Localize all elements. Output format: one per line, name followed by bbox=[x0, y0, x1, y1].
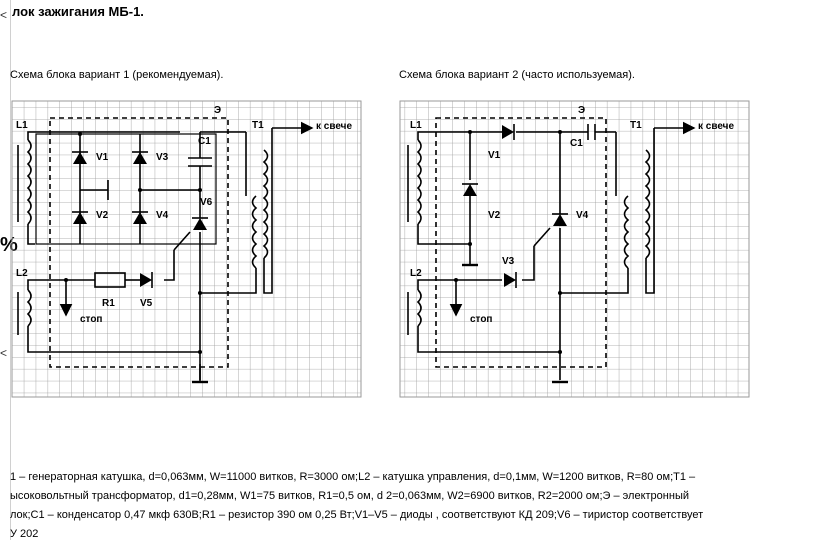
scheme2-coil-l1 bbox=[416, 139, 422, 225]
scheme2-label-v2: V2 bbox=[488, 210, 501, 221]
description-text: 1 – генераторная катушка, d=0,063мм, W=1… bbox=[10, 468, 810, 544]
scheme1-coil-l1 bbox=[26, 139, 32, 225]
scheme1-transformer-t1 bbox=[262, 149, 269, 259]
page-title: лок зажигания МБ-1. bbox=[12, 4, 144, 19]
scheme1-label-stop: стоп bbox=[80, 314, 102, 325]
scheme1-label-to-plug: к свече bbox=[316, 121, 352, 132]
scheme2-label-v1: V1 bbox=[488, 150, 501, 161]
left-edge-mark: < bbox=[0, 346, 8, 360]
scheme2-label-to-plug: к свече bbox=[698, 121, 734, 132]
scheme1-label-v5: V5 bbox=[140, 298, 153, 309]
scheme1-diagram: L1 L2 Э T1 к свече C1 V1 V2 V3 V4 V6 R1 … bbox=[11, 100, 362, 398]
scheme2-label-c1: C1 bbox=[570, 138, 583, 149]
scheme1-label-v6: V6 bbox=[200, 197, 213, 208]
scheme1-label-v3: V3 bbox=[156, 152, 169, 163]
scheme2-label-stop: стоп bbox=[470, 314, 492, 325]
scheme2-label-v3: V3 bbox=[502, 256, 515, 267]
scheme2-grid bbox=[399, 100, 750, 398]
scheme1-label-c1: C1 bbox=[198, 136, 211, 147]
scheme2-coil-l2 bbox=[416, 289, 422, 327]
scheme1-label-t1: T1 bbox=[252, 120, 264, 131]
description-line: лок;C1 – конденсатор 0,47 мкф 630В;R1 – … bbox=[10, 509, 704, 521]
scheme1-label-v2: V2 bbox=[96, 210, 109, 221]
description-line: У 202 bbox=[10, 528, 39, 540]
scheme1-caption: Схема блока вариант 1 (рекомендуемая). bbox=[10, 69, 224, 81]
left-edge-mark: < bbox=[0, 8, 8, 22]
scheme2-label-e: Э bbox=[578, 105, 585, 116]
scheme2-transformer-t1 bbox=[644, 149, 651, 259]
scheme2-label-l1: L1 bbox=[410, 120, 422, 131]
scheme1-label-v1: V1 bbox=[96, 152, 109, 163]
scheme1-label-l1: L1 bbox=[16, 120, 28, 131]
scheme1-label-e: Э bbox=[214, 105, 221, 116]
scheme1-label-v4: V4 bbox=[156, 210, 169, 221]
description-line: 1 – генераторная катушка, d=0,063мм, W=1… bbox=[10, 471, 696, 483]
scheme2-block-e bbox=[435, 117, 607, 368]
scheme2-diagram: L1 L2 Э T1 к свече C1 V1 V2 V3 V4 стоп bbox=[399, 100, 750, 398]
description-line: ысоковольтный трансформатор, d1=0,28мм, … bbox=[10, 490, 689, 502]
scheme1-grid bbox=[11, 100, 362, 398]
scheme1-block-e bbox=[49, 117, 229, 368]
scheme2-label-l2: L2 bbox=[410, 268, 422, 279]
scheme2-label-v4: V4 bbox=[576, 210, 589, 221]
scheme2-caption: Схема блока вариант 2 (часто используема… bbox=[399, 69, 635, 81]
scheme2-label-t1: T1 bbox=[630, 120, 642, 131]
left-window-edge bbox=[10, 0, 11, 540]
scheme1-label-r1: R1 bbox=[102, 298, 115, 309]
scheme1-coil-l2 bbox=[26, 289, 32, 327]
scheme1-label-l2: L2 bbox=[16, 268, 28, 279]
